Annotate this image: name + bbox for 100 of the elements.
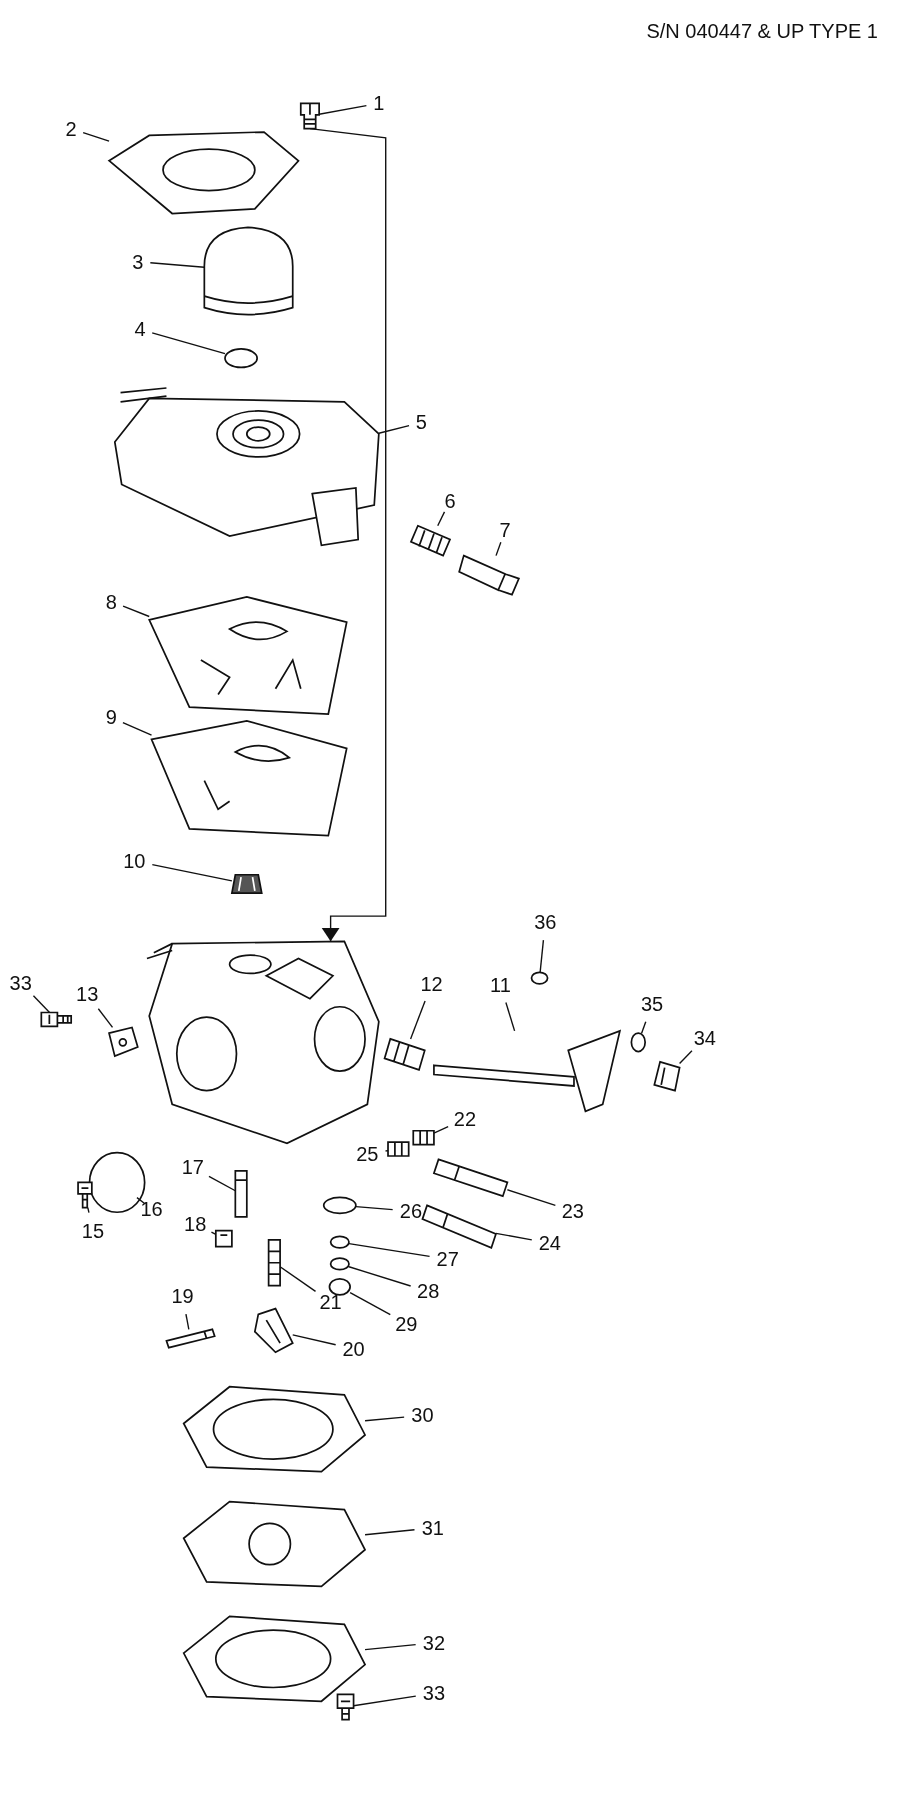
leader-line <box>364 1643 417 1651</box>
washer <box>530 971 549 985</box>
leader-line <box>151 863 233 882</box>
leader-line <box>349 1291 391 1316</box>
leader-line <box>348 1266 412 1287</box>
gasket-drawing <box>182 1385 367 1473</box>
callout-number: 3 <box>131 250 145 273</box>
leader-line <box>122 721 153 736</box>
callout-number: 4 <box>133 318 147 341</box>
callout-number: 28 <box>416 1280 441 1303</box>
leader-line <box>151 332 226 355</box>
callout-number: 18 <box>183 1212 208 1235</box>
leader-line <box>318 104 368 115</box>
leader-line <box>32 995 51 1014</box>
callout-number: 26 <box>398 1200 424 1223</box>
callout-number: 1 <box>372 92 386 115</box>
leader-line <box>384 1149 389 1152</box>
leader-line <box>185 1313 190 1331</box>
lever-drawing <box>254 1307 294 1354</box>
screw-drawing <box>77 1181 93 1209</box>
callout-number: 6 <box>443 489 457 512</box>
leader-line <box>210 1231 217 1236</box>
screw-drawing <box>299 102 320 130</box>
callout-number: 17 <box>180 1156 205 1179</box>
diaphragm-drawing <box>150 720 348 837</box>
callout-number: 23 <box>560 1200 585 1223</box>
leader-line <box>82 131 110 142</box>
filter-screen <box>328 1277 351 1296</box>
gasket-drawing <box>182 1615 367 1703</box>
callout-number: 20 <box>341 1337 366 1360</box>
leader-line <box>640 1021 647 1034</box>
pin-drawing <box>165 1328 216 1349</box>
leader-line <box>364 1529 416 1536</box>
spring-drawing <box>383 1038 426 1071</box>
callout-number: 33 <box>8 971 33 994</box>
callout-number: 15 <box>80 1219 106 1242</box>
nut-drawing <box>653 1061 681 1092</box>
pin-drawing <box>234 1170 248 1218</box>
callout-number: 11 <box>489 973 512 996</box>
leader-line <box>97 1008 114 1029</box>
assembly-line <box>309 127 387 943</box>
callout-number: 5 <box>414 411 428 434</box>
callout-number: 9 <box>104 706 118 729</box>
leader-line <box>279 1266 317 1292</box>
leader-line <box>149 262 206 268</box>
leader-line <box>433 1126 449 1134</box>
needle-drawing <box>421 1204 497 1249</box>
callout-number: 19 <box>170 1285 195 1308</box>
throttle-shaft-drawing <box>433 1029 622 1113</box>
bracket-drawing <box>108 1026 139 1058</box>
callout-number: 21 <box>318 1290 343 1313</box>
leader-line <box>539 939 545 973</box>
leader-line <box>122 605 150 618</box>
primer-bulb-drawing <box>203 226 294 316</box>
callout-number: 33 <box>421 1682 447 1705</box>
callout-number: 10 <box>122 849 147 872</box>
washer <box>630 1032 646 1053</box>
plug-drawing <box>412 1129 435 1146</box>
screw-drawing <box>336 1693 355 1721</box>
gasket-drawing <box>107 131 300 215</box>
leader-line <box>678 1050 693 1065</box>
leader-line <box>505 1001 516 1032</box>
screw-drawing <box>214 1229 233 1248</box>
callout-number: 30 <box>410 1404 435 1427</box>
leader-line <box>348 1242 431 1258</box>
callout-number: 31 <box>420 1516 445 1539</box>
leader-line <box>364 1416 405 1422</box>
carburetor-body-drawing <box>146 940 380 1145</box>
screw-drawing <box>458 554 521 596</box>
needle-drawing <box>433 1158 509 1198</box>
leader-line <box>437 511 446 527</box>
gasket-drawing <box>148 596 348 715</box>
callout-number: 12 <box>419 972 444 995</box>
spring-drawing <box>410 524 452 557</box>
callout-number: 32 <box>421 1631 447 1654</box>
leader-line <box>136 1196 146 1205</box>
leader-line <box>495 1232 533 1241</box>
screw-drawing <box>40 1011 73 1028</box>
leader-line <box>292 1334 337 1346</box>
valve-disc <box>224 348 258 369</box>
callout-number: 2 <box>64 117 78 140</box>
leader-line <box>495 541 502 557</box>
leader-line <box>355 1205 394 1211</box>
plug-drawing <box>387 1141 410 1157</box>
callout-number: 7 <box>498 519 512 542</box>
diaphragm-drawing <box>182 1500 367 1588</box>
callout-number: 29 <box>394 1312 419 1335</box>
pump-cover-drawing <box>113 387 380 547</box>
callout-number: 13 <box>75 983 100 1006</box>
leader-line <box>208 1175 236 1192</box>
callout-number: 36 <box>533 910 558 933</box>
callout-number: 35 <box>639 993 665 1016</box>
leader-line <box>378 424 410 434</box>
o-ring <box>329 1235 350 1249</box>
callout-number: 27 <box>435 1248 460 1271</box>
serial-number-heading: S/N 040447 & UP TYPE 1 <box>646 20 878 43</box>
spring-drawing <box>267 1238 281 1287</box>
callout-number: 25 <box>355 1142 380 1165</box>
callout-number: 22 <box>452 1108 478 1131</box>
o-ring <box>329 1257 350 1271</box>
